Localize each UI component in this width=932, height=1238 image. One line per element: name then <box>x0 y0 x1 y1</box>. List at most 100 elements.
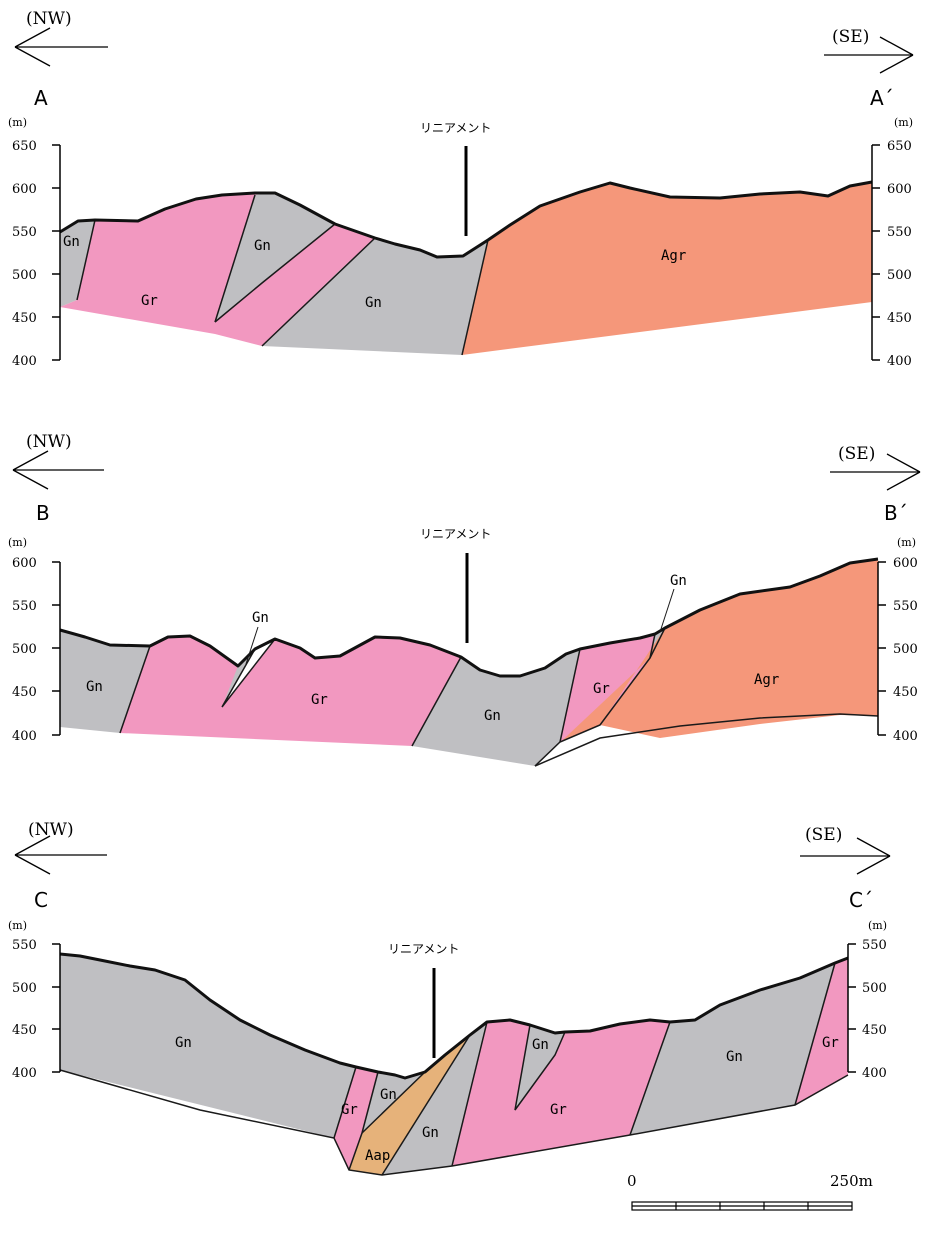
scale-bar-end-label: 250m <box>830 1172 873 1190</box>
tick-label: 500 <box>887 268 912 283</box>
tick-label: 450 <box>887 311 912 326</box>
unit-label: Gn <box>254 238 271 254</box>
ground-surface-line <box>59 557 879 678</box>
tick-label: 550 <box>12 599 37 614</box>
tick-label: 650 <box>887 139 912 154</box>
tick-label: 450 <box>12 1023 37 1038</box>
elevation-axis-right <box>847 943 856 1073</box>
tick-label: 600 <box>12 556 37 571</box>
tick-labels-right: 600 550 500 450 400 <box>893 556 918 744</box>
unit-label: Gr <box>341 1102 358 1118</box>
unit-gn <box>515 1025 565 1110</box>
unit-gn <box>262 238 488 355</box>
tick-labels-left: 550 500 450 400 <box>12 938 37 1081</box>
elevation-axis-right <box>871 144 880 361</box>
unit-label: Gn <box>670 573 687 589</box>
tick-label: 600 <box>893 556 918 571</box>
tick-label: 550 <box>862 938 887 953</box>
direction-nw-label: (NW) <box>26 432 72 452</box>
tick-label: 500 <box>862 981 887 996</box>
scale-bar-start-label: 0 <box>627 1172 637 1190</box>
unit-gr <box>452 1020 670 1166</box>
lineament-label: リニアメント <box>420 527 491 541</box>
direction-se-label: (SE) <box>832 27 869 47</box>
tick-label: 500 <box>12 981 37 996</box>
unit-gr <box>334 1067 378 1170</box>
tick-label: 550 <box>12 938 37 953</box>
se-arrow-icon <box>800 837 891 875</box>
tick-label: 400 <box>12 1066 37 1081</box>
unit-label: Gr <box>141 293 158 309</box>
tick-label: 400 <box>893 729 918 744</box>
unit-label: Gn <box>532 1037 549 1053</box>
unit-aap <box>349 1035 470 1175</box>
elevation-axis-right <box>877 561 886 736</box>
elevation-axis-left <box>52 561 61 736</box>
contact-lines <box>119 627 879 767</box>
nw-arrow-icon <box>14 835 107 875</box>
elevation-unit-left: (m) <box>8 536 27 549</box>
unit-gn <box>215 193 335 322</box>
tick-label: 450 <box>12 311 37 326</box>
unit-gr <box>120 636 461 746</box>
scale-bar: 0 250m <box>627 1172 873 1211</box>
unit-label: Gn <box>63 234 80 250</box>
elevation-unit-left: (m) <box>8 116 27 129</box>
direction-se-label: (SE) <box>805 825 842 845</box>
tick-label: 550 <box>887 225 912 240</box>
section-start-label: B <box>36 501 50 525</box>
unit-label: Gn <box>380 1087 397 1103</box>
section-start-label: C <box>34 888 48 912</box>
unit-label: Gr <box>593 681 610 697</box>
tick-label: 400 <box>862 1066 887 1081</box>
ground-surface-line <box>59 180 873 259</box>
tick-label: 500 <box>893 642 918 657</box>
unit-agr <box>535 559 878 766</box>
leader-lines <box>245 588 675 665</box>
elevation-axis-left <box>52 144 61 361</box>
tick-label: 450 <box>12 685 37 700</box>
tick-label: 400 <box>12 729 37 744</box>
tick-label: 500 <box>12 642 37 657</box>
se-arrow-icon <box>824 36 914 74</box>
tick-label: 400 <box>12 354 37 369</box>
unit-label: Gn <box>484 708 501 724</box>
unit-gn <box>412 649 580 766</box>
lineament-label: リニアメント <box>420 121 491 135</box>
section-start-label: A <box>34 86 48 110</box>
lineament-label: リニアメント <box>388 942 459 956</box>
section-end-label: C´ <box>849 888 873 912</box>
unit-gn <box>60 220 95 307</box>
tick-labels-right: 650 600 550 500 450 400 <box>887 139 912 369</box>
unit-gr <box>795 958 848 1105</box>
section-b: (NW) (SE) B B´ (m) (m) <box>8 432 921 767</box>
tick-labels-left: 600 550 500 450 400 <box>12 556 37 744</box>
elevation-unit-right: (m) <box>897 536 916 549</box>
tick-label: 550 <box>893 599 918 614</box>
section-c: (NW) (SE) C C´ (m) (m) <box>8 820 891 1176</box>
unit-agr <box>462 182 872 355</box>
unit-gr <box>60 193 375 346</box>
unit-label: Gn <box>86 679 103 695</box>
unit-gn <box>60 630 150 733</box>
tick-label: 400 <box>887 354 912 369</box>
unit-gn <box>382 1022 487 1175</box>
unit-label: Agr <box>754 672 779 688</box>
unit-label: Gn <box>175 1035 192 1051</box>
unit-label: Gr <box>311 692 328 708</box>
tick-labels-left: 650 600 550 500 450 400 <box>12 139 37 369</box>
elevation-axis-left <box>52 943 61 1073</box>
se-arrow-icon <box>830 453 921 491</box>
unit-gn <box>60 954 356 1138</box>
tick-label: 450 <box>862 1023 887 1038</box>
unit-label: Aap <box>365 1148 390 1164</box>
contact-lines <box>59 962 849 1176</box>
elevation-unit-right: (m) <box>868 919 887 932</box>
unit-label: Gr <box>550 1102 567 1118</box>
tick-label: 600 <box>887 182 912 197</box>
ground-surface-line <box>59 952 849 1080</box>
section-a: (NW) (SE) A A´ (m) (m) <box>8 9 914 369</box>
unit-label: Gn <box>422 1125 439 1141</box>
